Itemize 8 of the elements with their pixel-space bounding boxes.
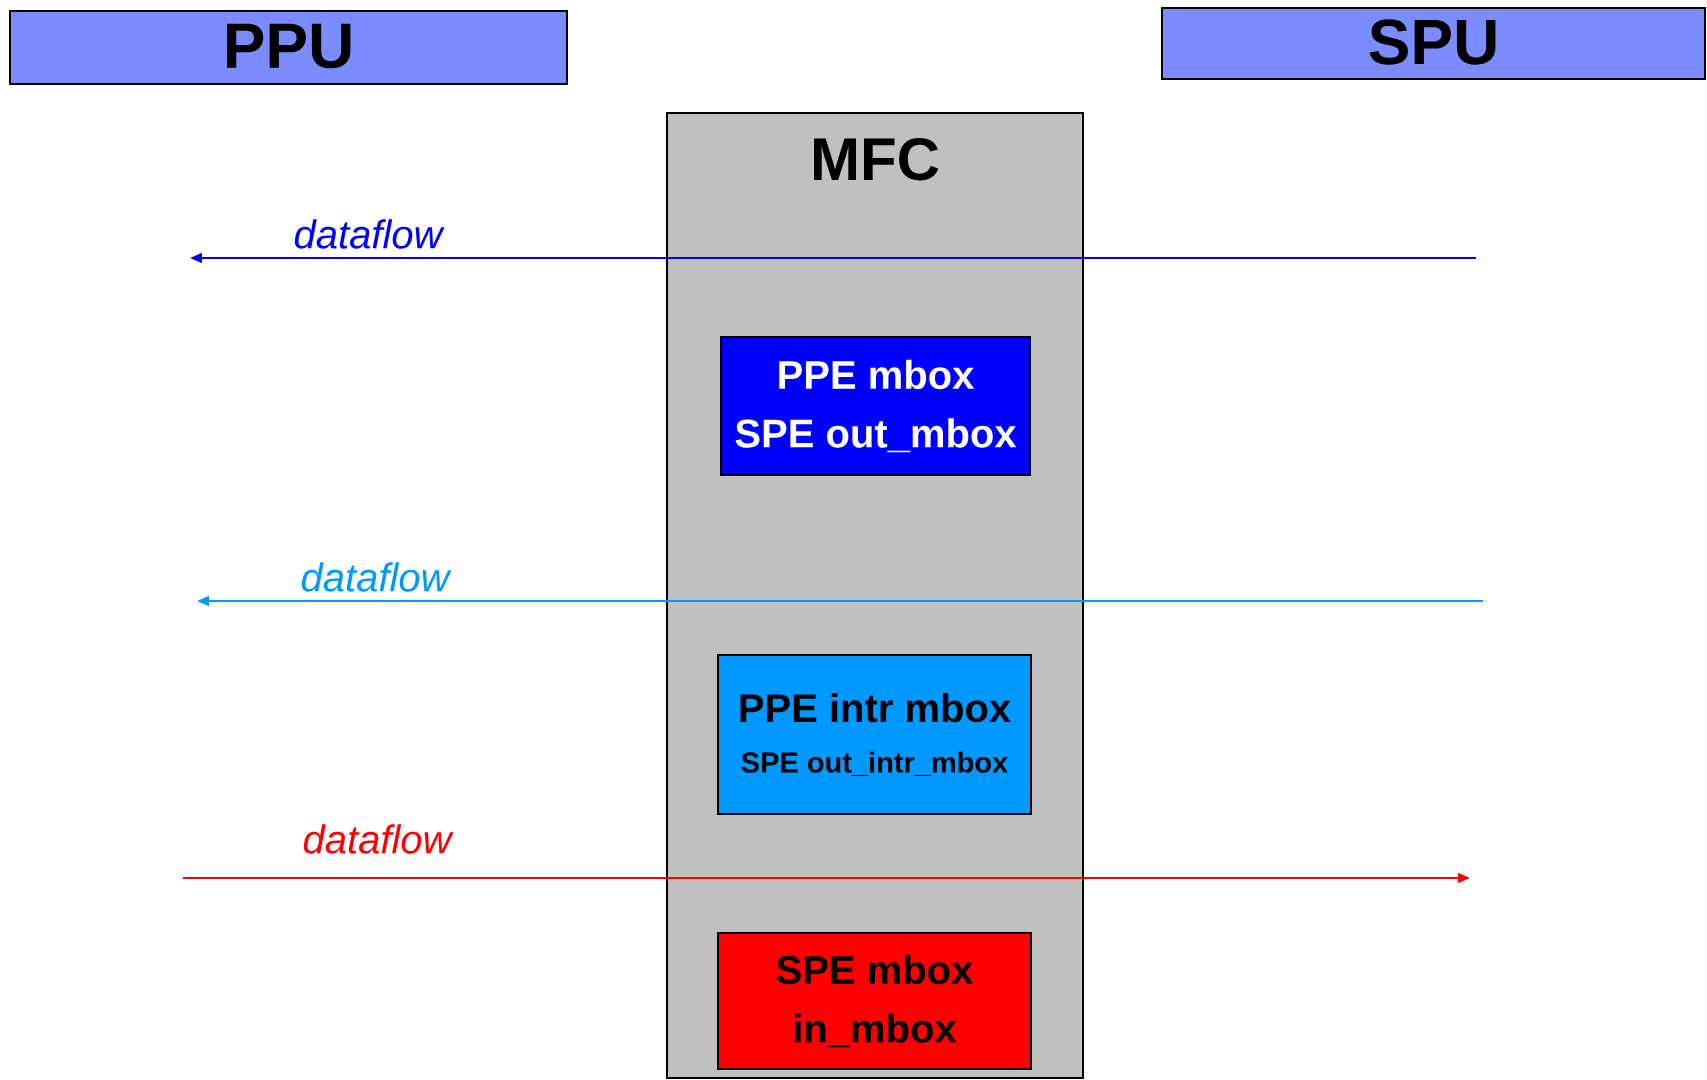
title-bar: SPU: [1161, 7, 1706, 80]
flow-label: dataflow: [301, 562, 452, 592]
flow-label: dataflow: [294, 219, 445, 249]
mailbox-box: SPE mbox in_mbox: [717, 932, 1032, 1070]
flow-label: dataflow: [303, 824, 454, 854]
mailbox-box: PPE mbox SPE out_mbox: [720, 336, 1031, 476]
mailbox-box: PPE intr mbox SPE out_intr_mbox: [717, 654, 1032, 815]
title-bar: PPU: [9, 10, 568, 85]
